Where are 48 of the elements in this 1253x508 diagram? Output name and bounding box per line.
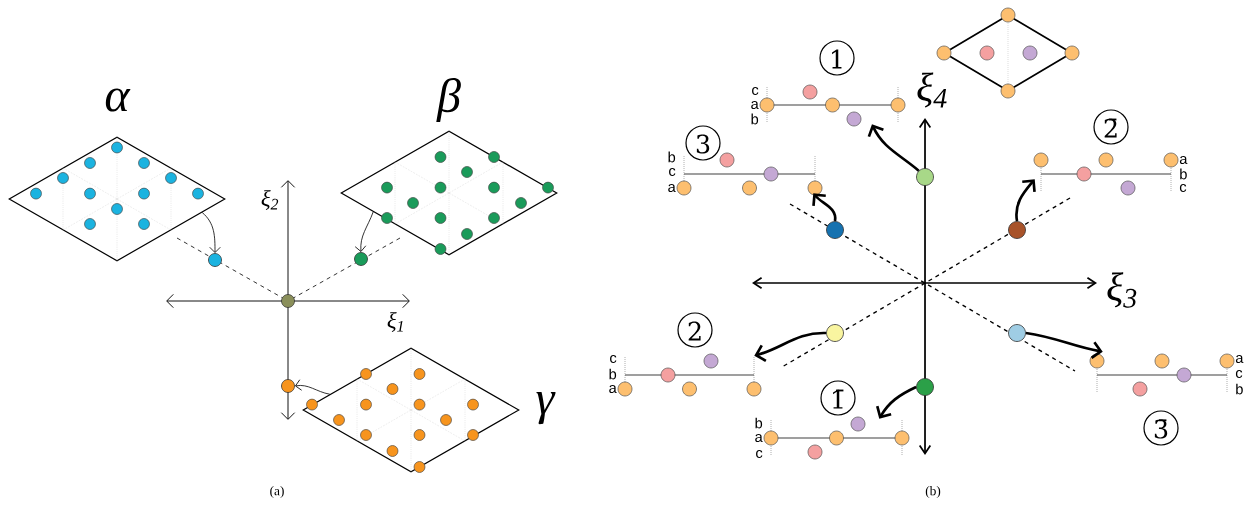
dot: [916, 378, 934, 396]
row-letter: b: [1236, 383, 1243, 395]
row-letter: a: [668, 184, 676, 193]
dot: [826, 221, 844, 239]
row-letter: a: [609, 385, 617, 394]
curved-arrow: [876, 385, 917, 419]
curved-arrow: [1025, 331, 1103, 359]
row-letter: c: [752, 87, 759, 96]
curved-arrow: [812, 193, 837, 222]
axis-label: ξ$_{2}$: [261, 190, 279, 210]
row-letter: a: [1179, 156, 1188, 165]
row-letter: c: [610, 355, 617, 364]
greek-heading: γ: [536, 391, 556, 425]
greek-heading: β: [436, 78, 461, 122]
curved-arrow: [295, 379, 331, 395]
row-letter: b: [609, 368, 617, 380]
circled-number: 3: [685, 125, 721, 161]
dot: [916, 168, 934, 186]
row-letter: c: [1179, 184, 1187, 193]
curved-arrow: [867, 124, 920, 172]
dot: [826, 324, 844, 342]
dot: [1008, 221, 1026, 239]
curved-arrow: [754, 331, 827, 363]
curved-arrow: [1015, 179, 1036, 222]
circled-number: 1: [819, 40, 855, 76]
row-letter: c: [1235, 370, 1243, 379]
curved-arrow: [354, 211, 374, 252]
row-letter: a: [1235, 355, 1244, 364]
greek-heading: α: [105, 88, 131, 112]
row-letter: b: [1180, 168, 1187, 180]
circled-number: 2: [677, 312, 713, 348]
dot: [1008, 324, 1026, 342]
axis-label: ξ$_{3}$: [1107, 272, 1137, 308]
row-letter: b: [751, 113, 759, 125]
row-letter: c: [756, 450, 763, 459]
caption: (b): [925, 485, 941, 499]
curved-arrow: [201, 212, 221, 253]
circled-number: 3̄: [1143, 410, 1179, 446]
circled-number: 2̄: [1093, 109, 1129, 145]
axis-label: ξ$_{4}$: [917, 72, 947, 108]
caption: (a): [270, 485, 284, 499]
row-letter: c: [669, 168, 676, 177]
row-letter: a: [755, 434, 763, 443]
row-letter: a: [751, 101, 759, 110]
axis-label: ξ$_{1}$: [387, 312, 403, 332]
row-letter: b: [755, 417, 763, 429]
row-letter: b: [668, 151, 676, 163]
circled-number: 1̄: [820, 380, 856, 416]
